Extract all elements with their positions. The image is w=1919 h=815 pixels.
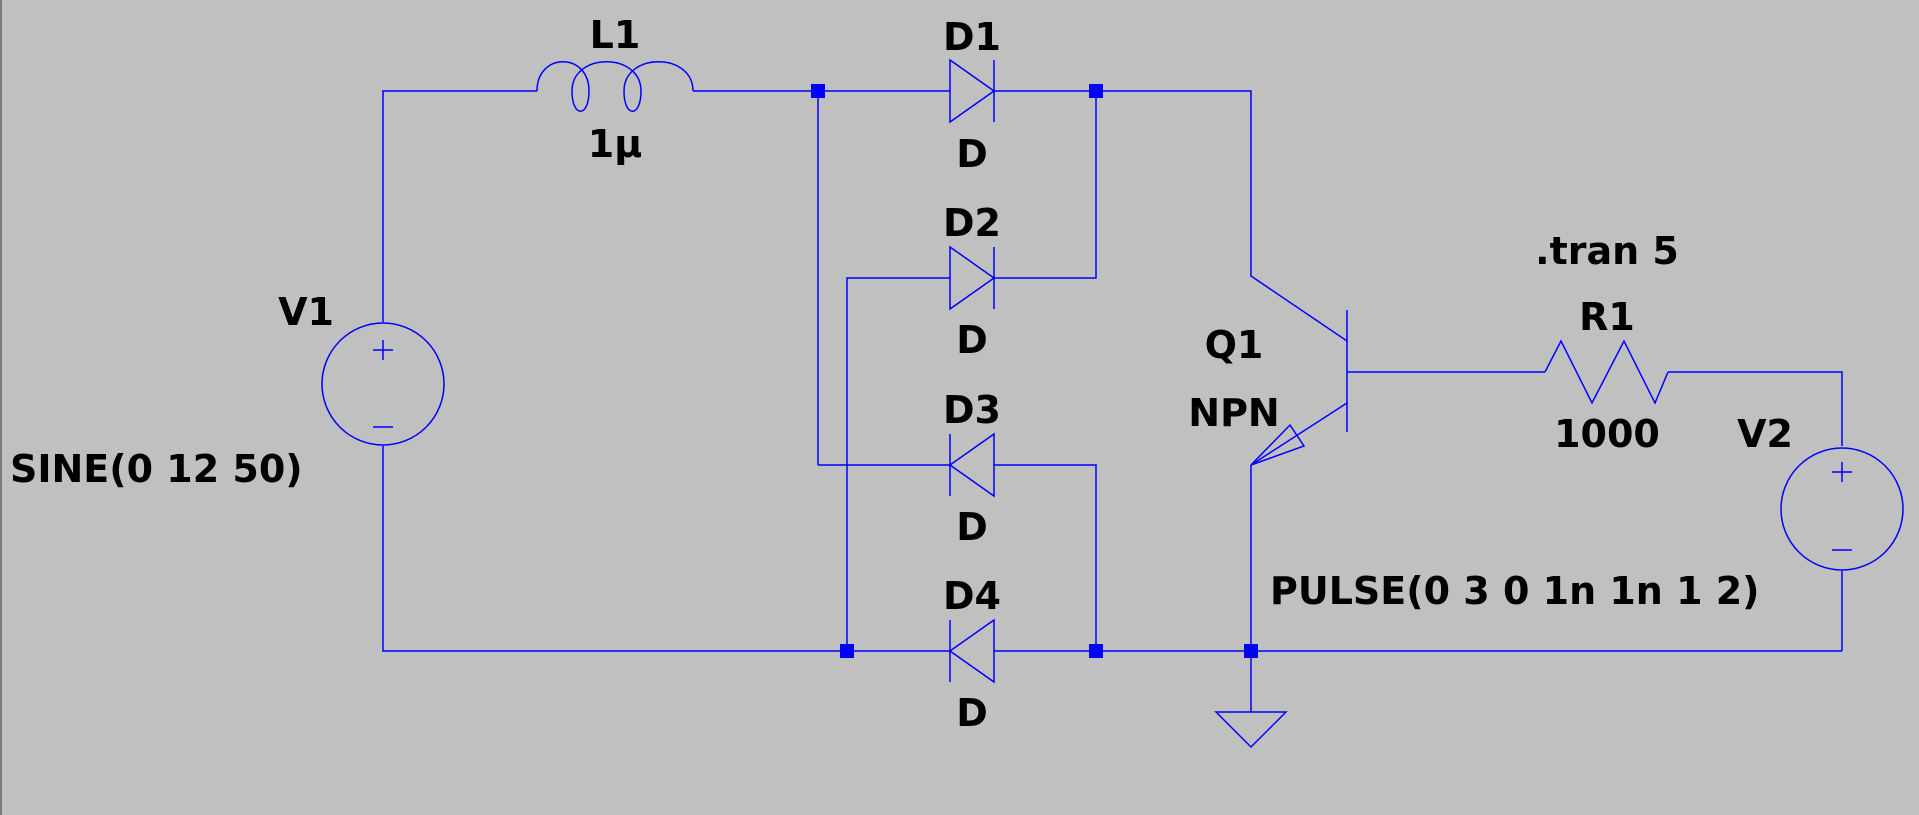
diode-d4-model: D: [956, 691, 988, 735]
voltage-source-v1-value: SINE(0 12 50): [10, 447, 303, 491]
diode-d3-name: D3: [943, 388, 1001, 432]
voltage-source-v2-name: V2: [1737, 412, 1793, 456]
resistor-r1[interactable]: R1 1000: [1544, 295, 1669, 456]
junction-dot[interactable]: [1089, 84, 1103, 98]
junction-dot[interactable]: [840, 644, 854, 658]
emitter-arrow-icon: [1250, 423, 1306, 466]
inductor-l1[interactable]: L1 1µ: [536, 13, 694, 166]
inductor-l1-value: 1µ: [588, 122, 642, 166]
ground-icon: [1214, 711, 1288, 749]
transistor-q1-model: NPN: [1188, 391, 1279, 435]
resistor-r1-value: 1000: [1554, 412, 1660, 456]
source-circle: [321, 322, 445, 446]
wire-r1-to-v2[interactable]: [1668, 371, 1843, 446]
diode-triangle: [949, 58, 996, 124]
diode-d4[interactable]: D4 D: [943, 574, 1001, 735]
transistor-q1-name: Q1: [1205, 323, 1264, 367]
diode-triangle: [949, 245, 996, 311]
wire-d2-anode[interactable]: [846, 277, 950, 651]
wires: [382, 90, 1843, 712]
inductor-symbol: [536, 61, 694, 112]
wire-d3-anode[interactable]: [994, 464, 1097, 651]
ground-symbol[interactable]: [1214, 711, 1288, 749]
diode-d3[interactable]: D3 D: [943, 388, 1001, 549]
diode-d2-model: D: [956, 318, 988, 362]
wire-v1-top[interactable]: [382, 90, 537, 322]
transistor-q1[interactable]: Q1 NPN: [1188, 310, 1348, 466]
junction-dot[interactable]: [811, 84, 825, 98]
voltage-source-v1[interactable]: V1 SINE(0 12 50): [10, 290, 445, 491]
diode-d1[interactable]: D1 D: [943, 15, 1001, 176]
spice-directive-tran[interactable]: .tran 5: [1535, 229, 1679, 273]
junction-dot[interactable]: [1244, 644, 1258, 658]
diode-triangle: [948, 432, 995, 498]
source-circle: [1780, 447, 1904, 571]
resistor-r1-name: R1: [1579, 295, 1635, 339]
voltage-source-v1-name: V1: [278, 290, 334, 334]
junctions: [811, 84, 1258, 658]
diode-d2-name: D2: [943, 201, 1001, 245]
diode-d3-model: D: [956, 505, 988, 549]
diode-d1-name: D1: [943, 15, 1001, 59]
wire-v1-bottom[interactable]: [382, 446, 950, 652]
transistor-emitter-leg: [1250, 402, 1348, 466]
diode-d2[interactable]: D2 D: [943, 201, 1001, 362]
diode-d1-model: D: [956, 132, 988, 176]
wire-d1-to-collector[interactable]: [994, 90, 1348, 342]
wire-d2-cathode[interactable]: [994, 91, 1097, 279]
junction-dot[interactable]: [1089, 644, 1103, 658]
diode-d4-name: D4: [943, 574, 1001, 618]
voltage-source-v2[interactable]: V2 PULSE(0 3 0 1n 1n 1 2): [1270, 412, 1904, 613]
inductor-l1-name: L1: [590, 13, 641, 57]
resistor-zigzag: [1544, 339, 1669, 405]
diode-triangle: [948, 618, 995, 684]
voltage-source-v2-value: PULSE(0 3 0 1n 1n 1 2): [1270, 569, 1760, 613]
